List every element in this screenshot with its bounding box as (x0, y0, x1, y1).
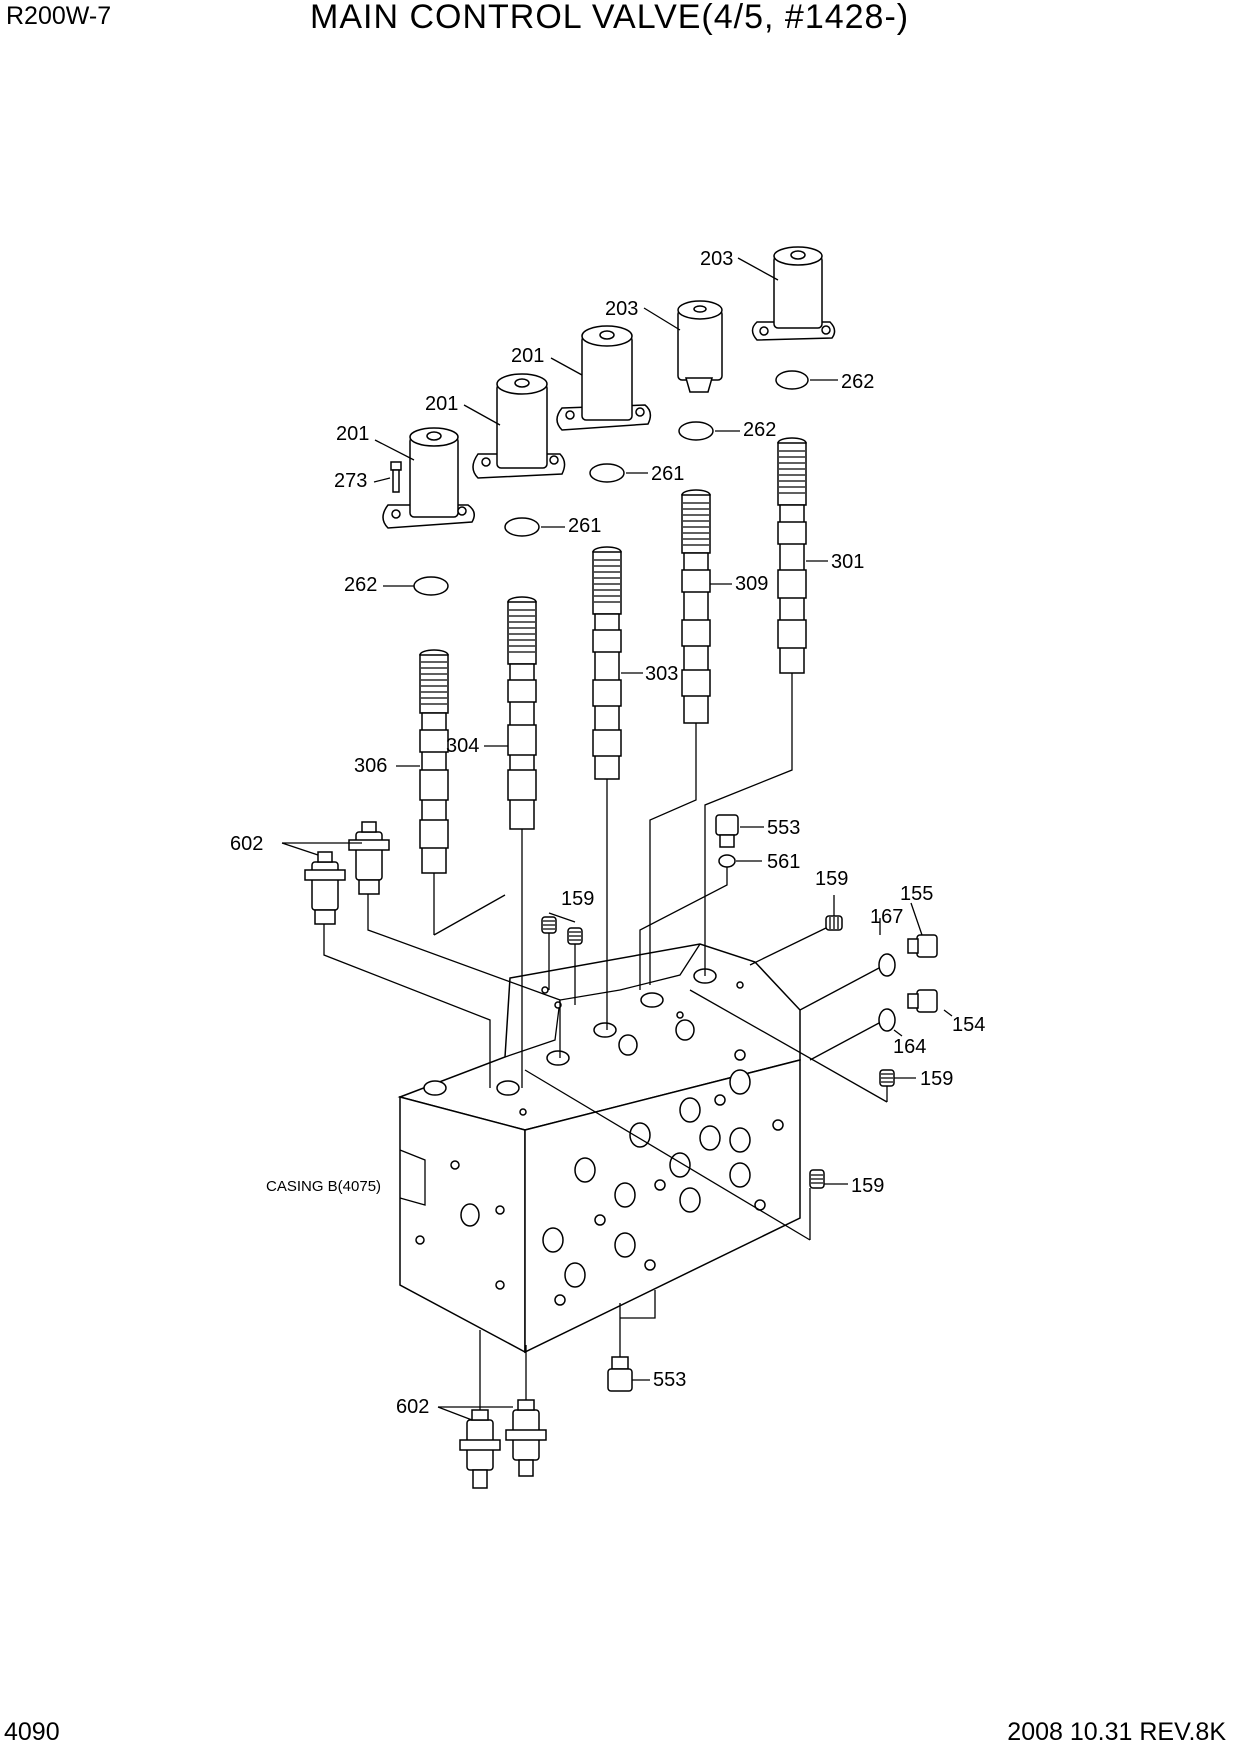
callout-167: 167 (870, 906, 903, 928)
plug-154 (907, 989, 938, 1013)
oring-261-right (589, 463, 625, 483)
plug-553-bottom (607, 1356, 633, 1392)
callout-262: 262 (841, 371, 874, 393)
setscrew-159-top-right (825, 915, 843, 931)
relief-valve-602-bottom-left (459, 1409, 501, 1489)
callout-201: 201 (425, 393, 458, 415)
callout-201: 201 (511, 345, 544, 367)
callout-309: 309 (735, 573, 768, 595)
bolt-273 (390, 461, 402, 493)
callout-203: 203 (700, 248, 733, 270)
relief-valve-602-left (304, 851, 346, 925)
oring-262-left (413, 576, 449, 596)
spool-303 (592, 546, 622, 780)
callout-306: 306 (354, 755, 387, 777)
cap-201-left (382, 427, 475, 529)
page-header: R200W-7 MAIN CONTROL VALVE(4/5, #1428-) (0, 0, 1240, 50)
casing-label: CASING B(4075) (266, 1178, 381, 1195)
callout-553: 553 (653, 1369, 686, 1391)
callout-304: 304 (446, 735, 479, 757)
callout-159: 159 (561, 888, 594, 910)
spool-309 (681, 489, 711, 724)
callout-273: 273 (334, 470, 367, 492)
callout-155: 155 (900, 883, 933, 905)
callout-561: 561 (767, 851, 800, 873)
oring-261-left (504, 517, 540, 537)
page-title: MAIN CONTROL VALVE(4/5, #1428-) (310, 0, 910, 36)
callout-303: 303 (645, 663, 678, 685)
relief-valve-602-bottom-right (505, 1399, 547, 1477)
revision-info: 2008 10.31 REV.8K (1007, 1718, 1226, 1746)
plug-553-top (715, 814, 739, 848)
callout-203: 203 (605, 298, 638, 320)
oring-164 (878, 1008, 896, 1032)
cap-201-right (556, 325, 652, 431)
oring-262-middle (678, 421, 714, 441)
page-number: 4090 (4, 1718, 60, 1746)
cap-203-right (751, 246, 836, 341)
model-code: R200W-7 (6, 2, 112, 30)
callout-261: 261 (651, 463, 684, 485)
oring-262-right (775, 370, 809, 390)
callout-164: 164 (893, 1036, 926, 1058)
oring-561 (718, 854, 736, 868)
valve-casing (397, 943, 801, 1354)
cap-201-middle (472, 373, 566, 479)
callout-159: 159 (851, 1175, 884, 1197)
callout-602: 602 (396, 1396, 429, 1418)
cap-203-left (677, 300, 723, 393)
spool-306 (419, 649, 449, 874)
callout-154: 154 (952, 1014, 985, 1036)
setscrew-159-right (879, 1069, 895, 1087)
plug-155 (907, 934, 938, 958)
callout-553: 553 (767, 817, 800, 839)
callout-262: 262 (344, 574, 377, 596)
callout-201: 201 (336, 423, 369, 445)
callout-262: 262 (743, 419, 776, 441)
callout-301: 301 (831, 551, 864, 573)
callout-602: 602 (230, 833, 263, 855)
callout-159: 159 (920, 1068, 953, 1090)
relief-valve-602-right (348, 821, 390, 895)
spool-304 (507, 596, 537, 830)
callout-159: 159 (815, 868, 848, 890)
callout-261: 261 (568, 515, 601, 537)
setscrew-159-top-left (541, 916, 583, 945)
spool-301 (777, 437, 807, 674)
oring-167 (878, 953, 896, 977)
setscrew-159-lower-right (809, 1169, 825, 1189)
